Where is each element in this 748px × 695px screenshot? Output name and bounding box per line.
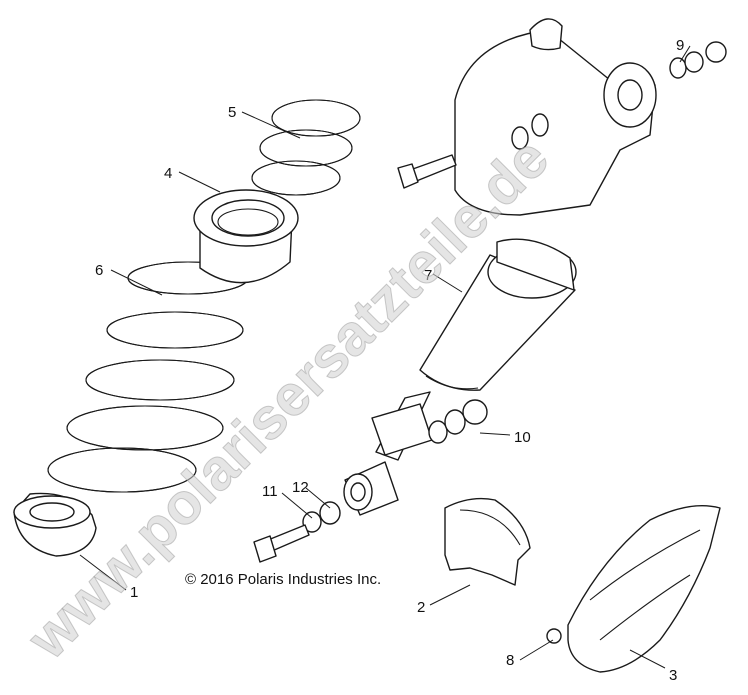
callout-numbers: 1 2 3 4 5 6 7 8 9 10 11 12: [95, 37, 684, 684]
shaft-washers: [302, 399, 488, 533]
callout-5: 5: [228, 104, 236, 121]
shock-shaft: [343, 391, 433, 516]
callout-3: 3: [669, 667, 677, 684]
callout-1: 1: [130, 584, 138, 601]
lower-spring-seat: [13, 492, 97, 557]
callout-4: 4: [164, 165, 172, 182]
callout-2: 2: [417, 599, 425, 616]
callout-8: 8: [506, 652, 514, 669]
spring-retainer: [193, 189, 299, 284]
callout-9: 9: [676, 37, 684, 54]
callout-6: 6: [95, 262, 103, 279]
coil-spring: [47, 261, 249, 493]
upper-mounting-bolt: [397, 154, 457, 189]
lower-mounting-bolt: [253, 524, 310, 563]
callout-11: 11: [262, 483, 278, 500]
shock-reservoir-body: [454, 18, 657, 216]
crossover-spring: [251, 99, 361, 196]
shock-guard: [546, 505, 721, 673]
leader-lines: [79, 45, 691, 669]
upper-washers: [669, 41, 727, 79]
copyright-notice: © 2016 Polaris Industries Inc.: [185, 571, 381, 588]
callout-10: 10: [514, 429, 531, 446]
callout-7: 7: [424, 267, 432, 284]
mounting-bracket: [444, 497, 531, 586]
callout-12: 12: [292, 479, 309, 496]
shock-body: [419, 238, 577, 391]
